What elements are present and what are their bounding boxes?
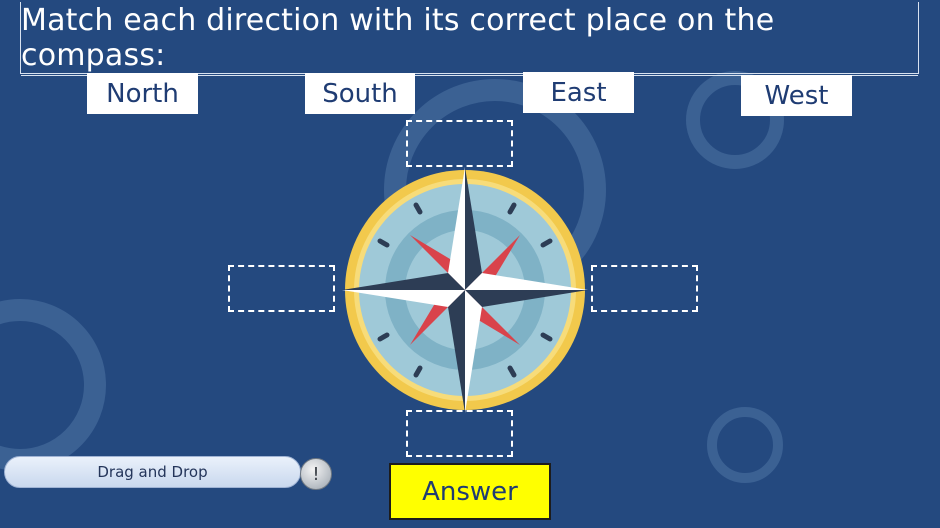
info-knob-icon[interactable]: !: [300, 458, 332, 490]
drop-zone-east[interactable]: [591, 265, 698, 312]
instruction-title: Match each direction with its correct pl…: [20, 2, 919, 76]
drop-zone-north[interactable]: [406, 120, 513, 167]
label-west[interactable]: West: [741, 75, 852, 116]
drop-zone-west[interactable]: [228, 265, 335, 312]
label-east[interactable]: East: [523, 72, 634, 113]
answer-button[interactable]: Answer: [389, 463, 551, 520]
drag-and-drop-bar[interactable]: Drag and Drop: [4, 456, 301, 488]
label-south[interactable]: South: [305, 73, 415, 114]
compass-rose-icon: [342, 167, 588, 413]
label-north[interactable]: North: [87, 73, 198, 114]
drop-zone-south[interactable]: [406, 410, 513, 457]
